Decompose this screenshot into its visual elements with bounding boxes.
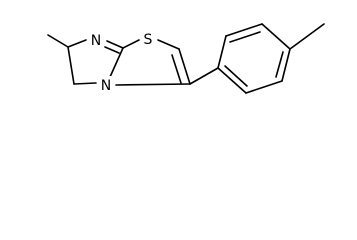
bond-ar-6 [217,67,247,94]
bond-c-ch2 [67,46,75,85]
bond-ar-inner-2 [275,51,284,78]
bond-c-n-imine [67,39,87,48]
bond-ar-4 [281,48,291,82]
structure-canvas: N S N [47,23,325,94]
bond-ar-2 [225,23,263,37]
bond-n-ring-c-junction [109,47,124,78]
atom-bg-n-imine [88,31,104,49]
bond-ch-c-aryl-2 [171,54,182,84]
bond-to-aryl [189,67,219,85]
bond-junction-n-imine-1 [106,40,124,49]
bond-methyl-right [289,23,325,50]
molecule-diagram: N S N [47,23,325,94]
bond-s-ch [157,39,180,50]
bond-ar-5 [245,80,283,94]
atom-bg-sulfur [140,31,156,49]
bond-junction-n-imine-2 [104,46,120,54]
bond-ch-c-aryl-1 [178,48,191,85]
atom-n-imine: N [91,33,101,49]
bond-methyl-left [47,34,69,48]
bond-ar-3 [261,23,291,50]
bond-ar-inner-3 [224,65,248,87]
atom-sulfur: S [144,32,153,48]
bond-ar-1 [217,35,227,69]
bond-ar-inner-1 [229,31,261,43]
atom-bg-n-ring [98,76,114,94]
bond-ch2-n-ring [73,82,97,85]
bond-c-aryl-n-ring [115,83,191,86]
bond-junction-s [122,39,140,49]
atom-n-ring: N [101,78,111,94]
